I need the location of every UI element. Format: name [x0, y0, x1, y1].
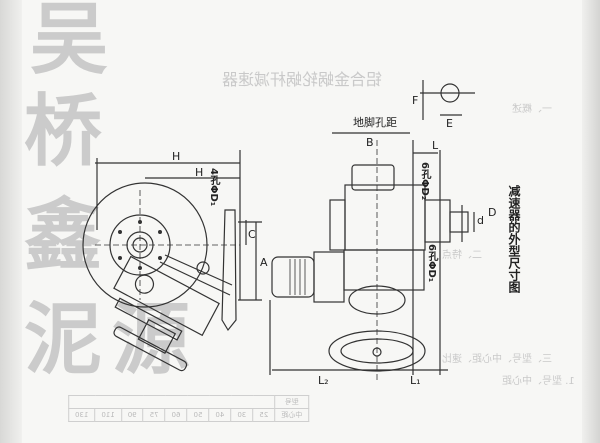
label-d-small: d: [477, 214, 484, 227]
handwheel-side: [113, 326, 188, 372]
label-foot-spacing: 地脚孔距: [353, 115, 397, 129]
label-l1: L₁: [410, 374, 421, 387]
label-h2: H: [195, 166, 203, 179]
label-holes-4: 4孔ΦD₁: [208, 168, 219, 207]
label-h1: H: [172, 150, 180, 163]
document-page: 铝合金蜗轮蜗杆减速器 一、概述 二、特点 三、型号、中心距、速比 1. 型号、中…: [22, 0, 582, 443]
drawing-caption: 减速器的外型尺寸图: [507, 185, 521, 293]
label-l2: L₂: [318, 374, 329, 387]
label-b: B: [366, 136, 374, 149]
label-f: F: [412, 94, 418, 107]
motor: [271, 256, 315, 298]
watermark-char: 泥: [24, 294, 103, 385]
label-e: E: [446, 117, 453, 130]
label-d: D: [488, 206, 496, 219]
label-l: L: [432, 139, 439, 152]
label-holes-6b: 6孔ΦD₁: [426, 244, 437, 283]
book-spine: [0, 0, 22, 443]
label-holes-6a: 6孔ΦD₂: [419, 162, 430, 201]
watermark-char: 鑫: [24, 190, 103, 281]
page-edge: [582, 0, 600, 443]
label-c: C: [248, 228, 256, 241]
watermark-char: 吴: [30, 0, 109, 85]
label-a: A: [260, 256, 268, 269]
watermark-char: 桥: [24, 86, 103, 177]
